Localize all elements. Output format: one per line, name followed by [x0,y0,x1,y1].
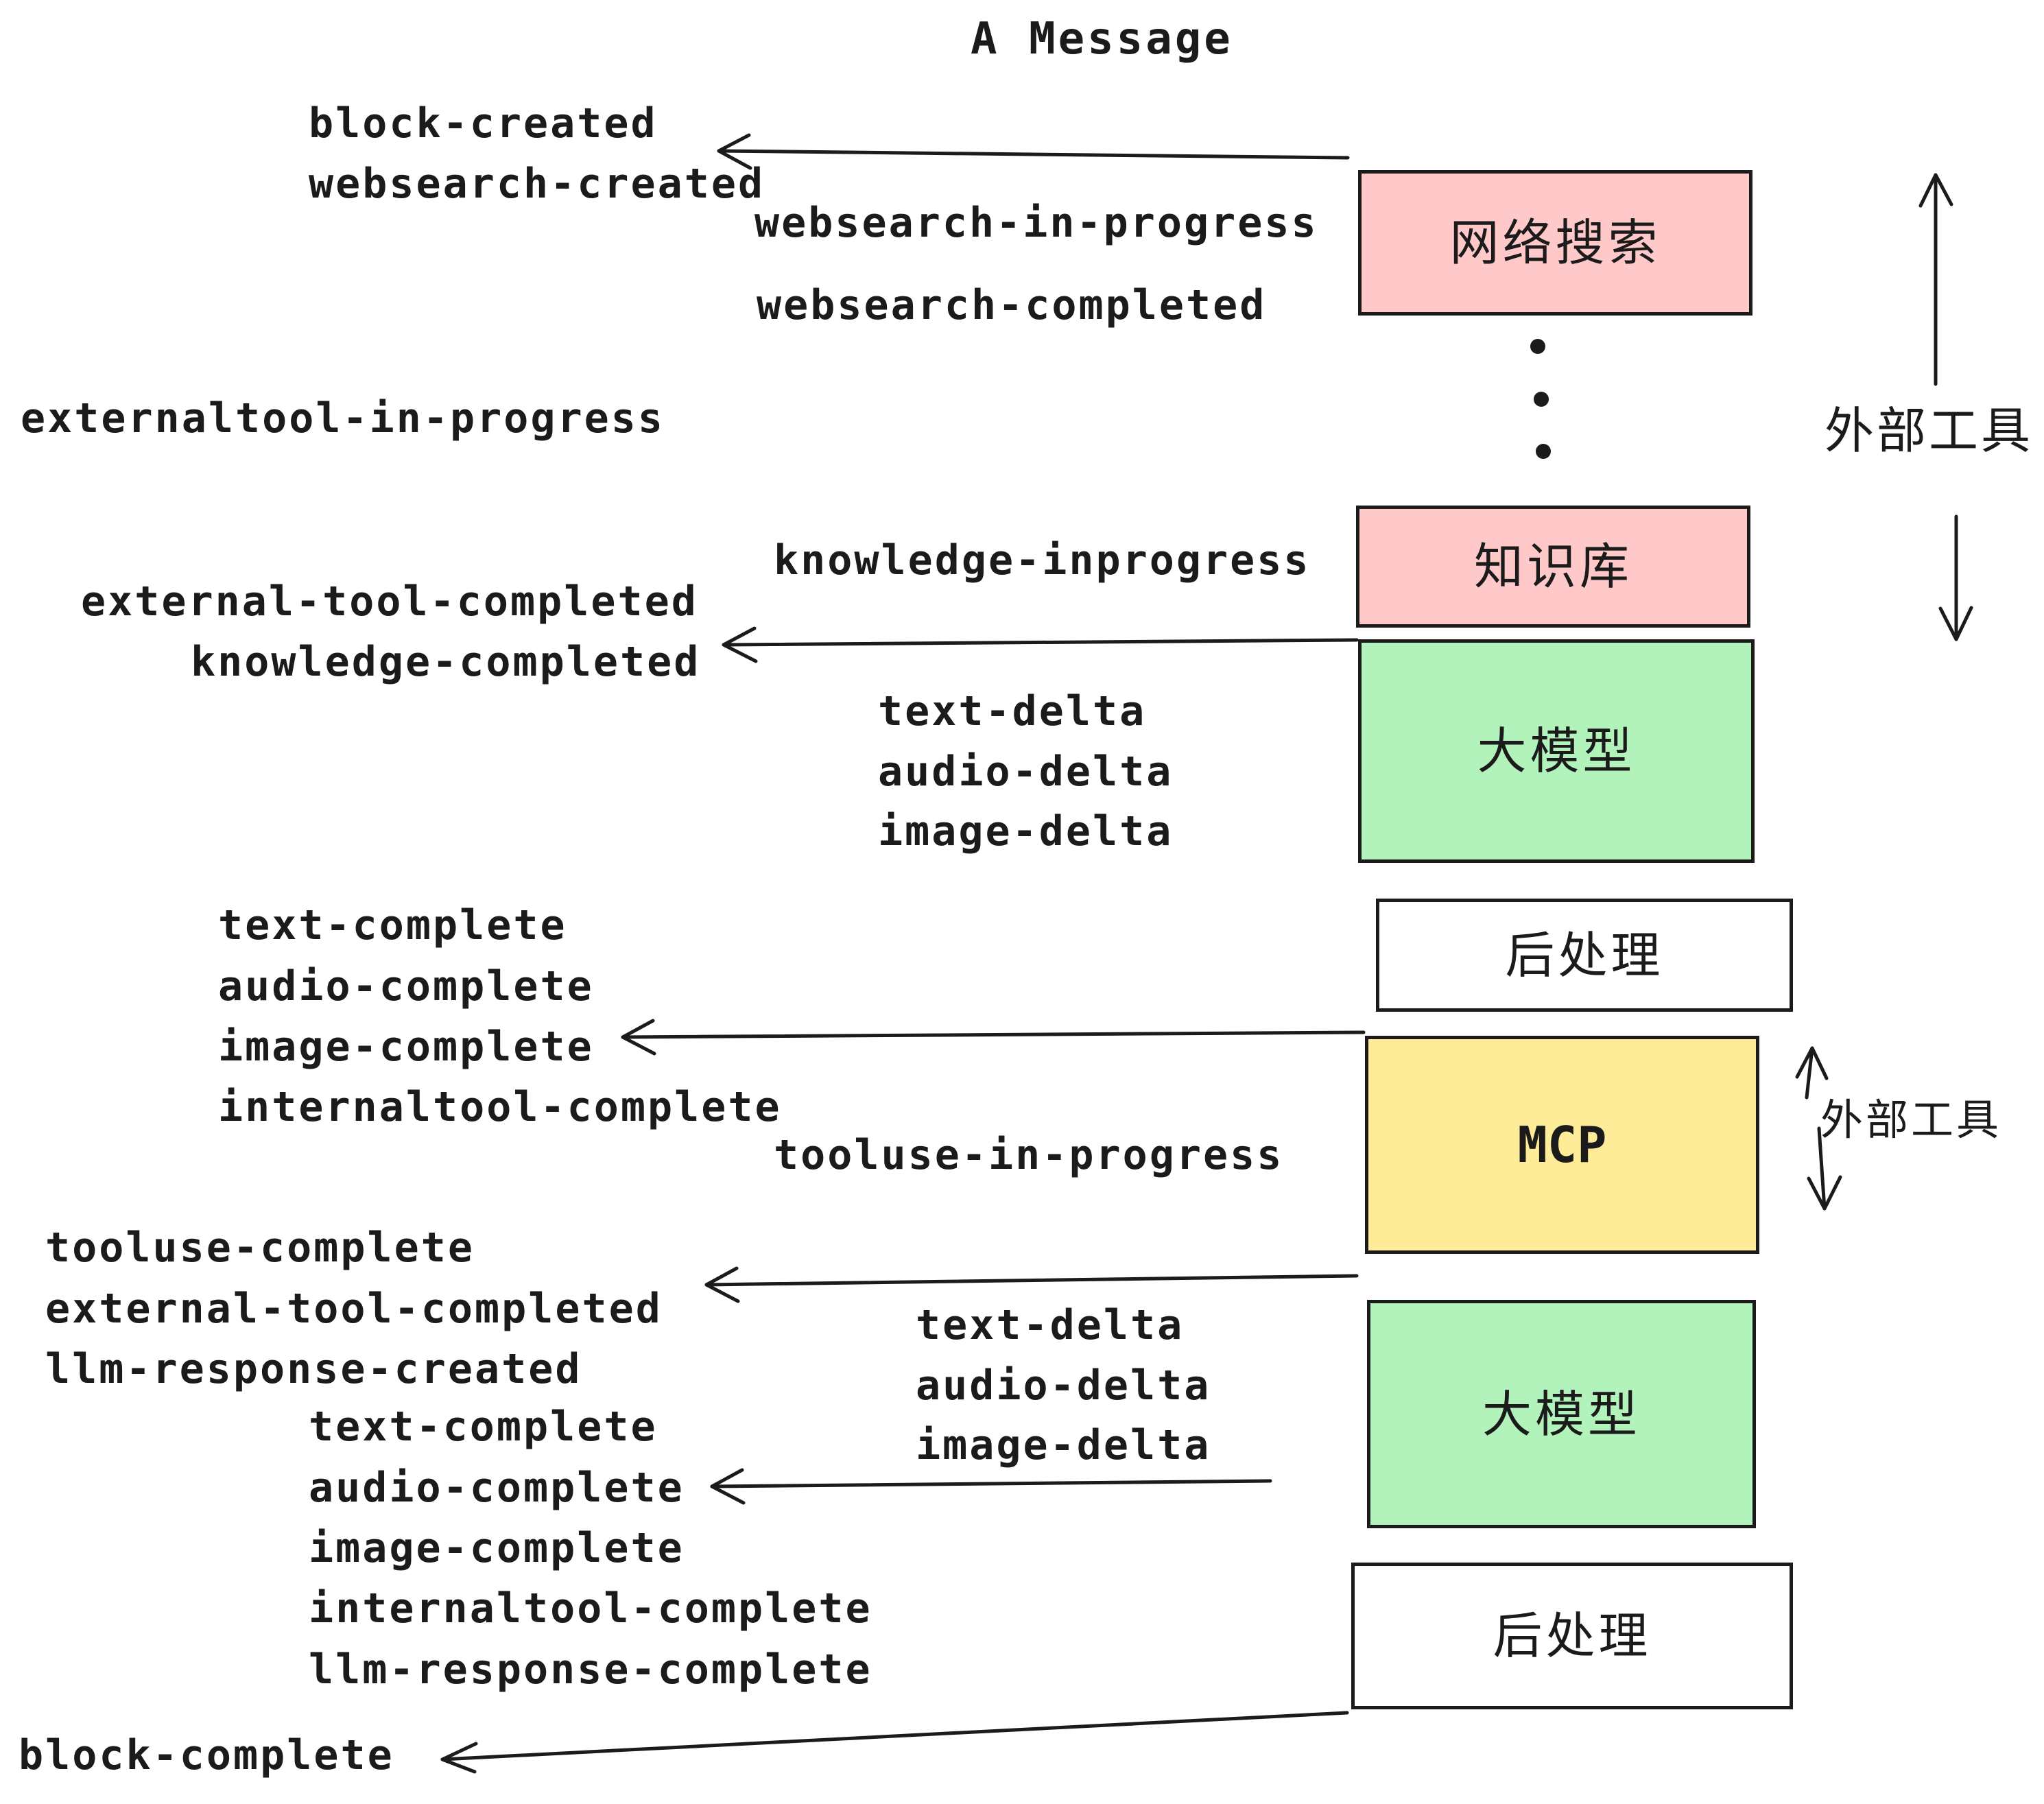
box-llm-bottom: 大模型 [1367,1300,1756,1528]
event-internaltool-complete-bottom: internaltool-complete [309,1585,872,1633]
box-knowledge: 知识库 [1356,506,1750,628]
box-websearch-label: 网络搜索 [1449,214,1661,272]
box-postprocess-top-label: 后处理 [1505,926,1664,984]
arrow-knowledge-completed [722,626,1359,663]
event-external-tool-completed-bottom: external-tool-completed [45,1285,663,1333]
event-audio-complete-bottom: audio-complete [309,1464,685,1512]
arrow-llm-complete [710,1468,1272,1505]
external-tools-label-top: 外部工具 [1825,402,2034,460]
box-postprocess-top: 后处理 [1376,899,1793,1012]
box-llm-top-label: 大模型 [1477,722,1636,780]
event-audio-complete-top: audio-complete [218,962,594,1010]
diagram-title: A Message [971,14,1233,64]
event-llm-response-created: llm-response-created [45,1345,582,1393]
event-image-complete-top: image-complete [218,1023,594,1071]
event-externaltool-in-progress: externaltool-in-progress [21,394,665,442]
box-mcp-label: MCP [1517,1116,1607,1174]
arrow-websearch-created [717,133,1350,170]
box-llm-bottom-label: 大模型 [1482,1385,1641,1443]
event-knowledge-completed: knowledge-completed [191,638,701,686]
event-image-delta-bottom: image-delta [916,1421,1211,1469]
box-knowledge-label: 知识库 [1473,538,1632,595]
event-image-delta-top: image-delta [878,807,1174,855]
event-websearch-completed: websearch-completed [757,281,1267,329]
event-tooluse-in-progress: tooluse-in-progress [774,1131,1284,1179]
event-text-complete-bottom: text-complete [309,1403,658,1451]
event-external-tool-completed-top: external-tool-completed [81,578,698,626]
event-internaltool-complete-top: internaltool-complete [218,1083,782,1131]
box-websearch: 网络搜索 [1358,170,1752,316]
event-block-complete: block-complete [19,1731,394,1779]
event-llm-response-complete: llm-response-complete [309,1646,872,1694]
event-audio-delta-bottom: audio-delta [916,1362,1211,1410]
event-audio-delta-top: audio-delta [878,748,1174,796]
ellipsis-dots [1530,339,1551,459]
box-mcp: MCP [1365,1036,1759,1254]
box-postprocess-bottom-label: 后处理 [1493,1607,1652,1665]
event-image-complete-bottom: image-complete [309,1524,685,1572]
box-llm-top: 大模型 [1358,639,1755,863]
event-websearch-created: websearch-created [309,160,765,208]
event-knowledge-inprogress: knowledge-inprogress [774,536,1311,584]
event-tooluse-complete: tooluse-complete [45,1224,475,1272]
arrow-internal-complete [621,1019,1366,1056]
arrow-tooluse-complete [704,1266,1359,1303]
event-websearch-in-progress: websearch-in-progress [754,199,1318,247]
arrow-block-complete [440,1711,1349,1774]
event-text-complete-top: text-complete [218,901,567,949]
event-text-delta-bottom: text-delta [916,1301,1185,1349]
external-tools-label-middle: 外部工具 [1820,1095,2002,1145]
event-block-created: block-created [309,99,658,147]
event-text-delta-top: text-delta [878,687,1147,735]
box-postprocess-bottom: 后处理 [1351,1563,1793,1709]
